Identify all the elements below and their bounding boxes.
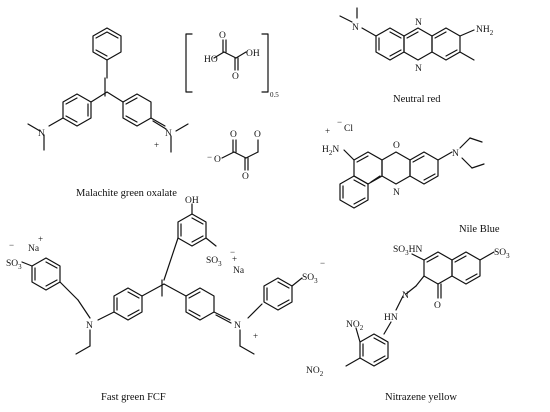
label-so3h: SO3HN <box>393 245 423 257</box>
label-n: N <box>234 321 241 331</box>
label-n: N <box>352 23 359 33</box>
caption-nile-blue: Nile Blue <box>459 224 500 235</box>
caption-malachite-green-oxalate: Malachite green oxalate <box>76 188 177 199</box>
nile-blue-structure <box>339 137 485 209</box>
fast-green-structure <box>21 203 303 355</box>
label-ho-oxalate: HO <box>204 55 218 65</box>
caption-nitrazene-yellow: Nitrazene yellow <box>385 392 458 403</box>
label-n: N <box>86 321 93 331</box>
minus-charge: − <box>230 247 235 257</box>
label-h2n: H2N <box>322 145 339 157</box>
label-na: Na <box>233 266 245 276</box>
label-o: O <box>242 172 249 182</box>
minus-charge: − <box>9 240 14 250</box>
label-o: O <box>254 130 261 140</box>
oxalate-stoichiometry: 0.5 <box>270 91 279 99</box>
label-o: O <box>219 31 226 41</box>
label-n: N <box>402 291 409 301</box>
minus-charge: − <box>207 152 212 162</box>
label-o: O <box>230 130 237 140</box>
label-so3: SO3 <box>6 259 22 271</box>
plus-charge: + <box>325 126 330 136</box>
label-na: Na <box>28 244 40 254</box>
label-o: O <box>232 72 239 82</box>
plus-charge: + <box>232 254 237 264</box>
label-n: N <box>415 64 422 74</box>
label-hn: HN <box>384 313 398 323</box>
label-no2: NO2 <box>306 366 324 378</box>
nitrazene-yellow-structure <box>345 251 495 367</box>
caption-neutral-red: Neutral red <box>393 94 441 105</box>
label-no2: NO2 <box>346 320 364 332</box>
label-n: N <box>415 18 422 28</box>
label-n: N <box>452 149 459 159</box>
label-o: O <box>214 155 221 165</box>
malachite-green-structure <box>27 27 269 171</box>
plus-charge: + <box>38 234 43 244</box>
label-o: O <box>393 141 400 151</box>
neutral-red-structure <box>339 7 475 61</box>
label-so3: SO3 <box>302 273 318 285</box>
label-n-left: N <box>38 129 45 139</box>
label-so3: SO3 <box>206 256 222 268</box>
minus-charge: − <box>337 117 342 127</box>
label-n: N <box>393 188 400 198</box>
label-o: O <box>434 301 441 311</box>
caption-fast-green-fcf: Fast green FCF <box>101 392 166 403</box>
plus-charge: + <box>253 331 258 341</box>
minus-charge: − <box>320 258 325 268</box>
label-so3h: SO3 <box>494 248 510 260</box>
label-nh2: NH2 <box>476 25 494 37</box>
plus-charge: + <box>154 140 159 150</box>
label-cl: Cl <box>344 124 353 134</box>
label-n-right: N <box>165 129 172 139</box>
label-oh-oxalate: OH <box>246 49 260 59</box>
label-oh: OH <box>185 196 199 206</box>
